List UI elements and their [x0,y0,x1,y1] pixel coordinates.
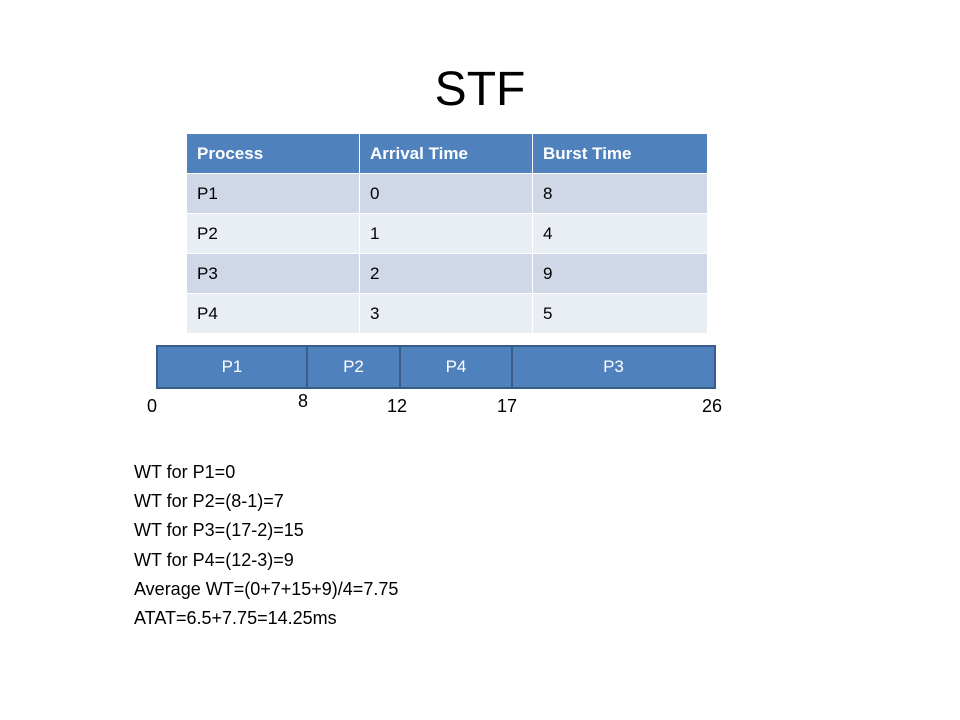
cell-burst-time: 9 [532,253,708,294]
process-table: Process Arrival Time Burst Time P1 0 8 P… [186,133,708,334]
header-burst-time: Burst Time [532,133,708,174]
gantt-tick-12: 12 [386,396,408,416]
table-row: P4 3 5 [186,293,708,334]
cell-process: P3 [186,253,360,294]
header-arrival-time: Arrival Time [359,133,533,174]
note-line: ATAT=6.5+7.75=14.25ms [134,608,337,629]
cell-arrival-time: 0 [359,173,533,214]
cell-arrival-time: 3 [359,293,533,334]
cell-arrival-time: 1 [359,213,533,254]
note-line: Average WT=(0+7+15+9)/4=7.75 [134,578,399,599]
cell-process: P2 [186,213,360,254]
table-row: P1 0 8 [186,173,708,214]
note-line: WT for P4=(12-3)=9 [134,549,294,570]
gantt-chart: P1 P2 P4 P3 [156,345,716,389]
table-row: P2 1 4 [186,213,708,254]
cell-burst-time: 8 [532,173,708,214]
gantt-tick-0: 0 [146,396,158,416]
note-line: WT for P3=(17-2)=15 [134,520,304,541]
gantt-segment-p1: P1 [156,345,308,389]
gantt-tick-26: 26 [701,396,723,416]
cell-burst-time: 5 [532,293,708,334]
gantt-segment-p2: P2 [306,345,401,389]
gantt-tick-17: 17 [496,396,518,416]
table-row: P3 2 9 [186,253,708,294]
table-header-row: Process Arrival Time Burst Time [186,133,708,174]
calculation-notes: WT for P1=0 WT for P2=(8-1)=7 WT for P3=… [134,458,398,633]
slide-title: STF [434,63,526,116]
cell-burst-time: 4 [532,213,708,254]
note-line: WT for P1=0 [134,462,236,482]
cell-process: P1 [186,173,360,214]
note-line: WT for P2=(8-1)=7 [134,491,284,512]
cell-arrival-time: 2 [359,253,533,294]
gantt-segment-p3: P3 [511,345,716,389]
gantt-segment-p4: P4 [399,345,513,389]
cell-process: P4 [186,293,360,334]
gantt-tick-8: 8 [297,391,309,411]
header-process: Process [186,133,360,174]
